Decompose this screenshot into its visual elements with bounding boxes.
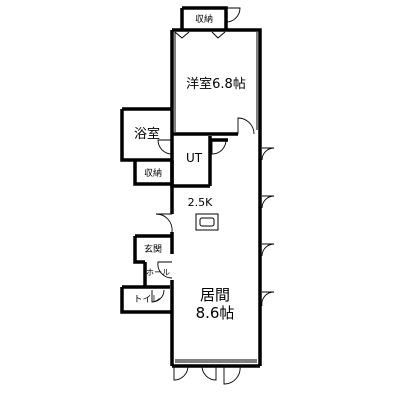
hall-label: ホール <box>146 268 170 277</box>
western-room-label: 洋室6.8帖 <box>186 76 246 92</box>
kitchen-label: 2.5K <box>188 196 213 209</box>
ut-label: UT <box>186 151 203 165</box>
entrance-label: 玄関 <box>144 243 162 255</box>
storage-small-label: 収納 <box>144 167 162 179</box>
walls <box>120 6 262 368</box>
interior-lines <box>174 31 258 363</box>
toilet-label: トイレ <box>133 295 160 305</box>
doors <box>151 7 275 385</box>
living-size-label: 8.6帖 <box>196 304 235 322</box>
bath-label: 浴室 <box>134 126 160 142</box>
living-name-label: 居間 <box>200 286 230 304</box>
storage-top-label: 収納 <box>195 13 213 25</box>
